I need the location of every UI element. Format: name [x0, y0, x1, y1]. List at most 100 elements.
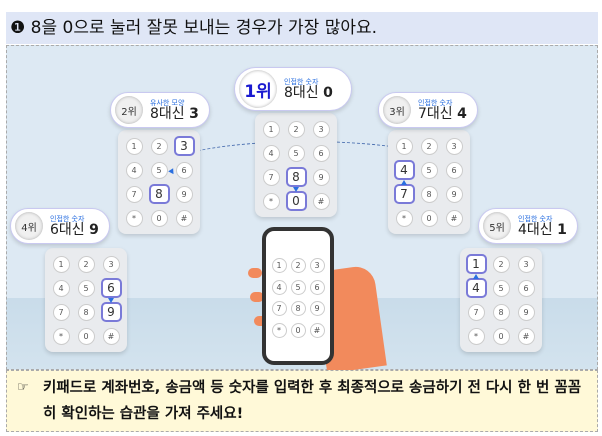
keypad-key: 1	[52, 255, 70, 273]
arrow-down-icon	[293, 186, 299, 192]
rank-text: 8대신	[284, 84, 319, 101]
keypad-key: 2	[150, 137, 168, 155]
phone-key: 6	[309, 279, 325, 295]
phone-key: 1	[271, 257, 287, 273]
keypad-key: *	[52, 327, 70, 345]
keypad-key: 0	[77, 327, 95, 345]
pointing-hand-icon: ☞	[17, 380, 29, 395]
keypad-key: 9	[517, 303, 535, 321]
key-to: 0	[285, 191, 307, 211]
keypad-key: 6	[517, 279, 535, 297]
keypad-key: 2	[420, 137, 438, 155]
keypad-key: 6	[175, 161, 193, 179]
key-from: 8	[148, 184, 170, 204]
keypad-key: 4	[125, 161, 143, 179]
keypad-key: *	[395, 209, 413, 227]
keypad-key: 3	[312, 120, 330, 138]
keypad-key: #	[445, 209, 463, 227]
rank-text: 8대신	[150, 105, 185, 122]
phone-key: 0	[290, 323, 306, 339]
rank-number: 1	[557, 221, 567, 238]
keypad-key: *	[467, 327, 485, 345]
keypad-key: 1	[125, 137, 143, 155]
keypad-key: 5	[287, 144, 305, 162]
rank-number: 3	[189, 105, 199, 122]
rank-number: 0	[323, 84, 333, 101]
keypad-key: 8	[492, 303, 510, 321]
keypad-key: 6	[445, 161, 463, 179]
rank-badge: 1위	[239, 70, 277, 108]
rank-reason: 인접한 숫자	[284, 77, 319, 86]
keypad-key: 3	[102, 255, 120, 273]
tip-box: ☞ 키패드로 계좌번호, 송금액 등 숫자를 입력한 후 최종적으로 송금하기 …	[6, 370, 598, 432]
keypad-key: 7	[467, 303, 485, 321]
arrow-up-icon	[401, 179, 407, 185]
rank-reason: 인접한 숫자	[518, 214, 553, 223]
keypad-key: 0	[420, 209, 438, 227]
arrow-up-icon	[473, 273, 479, 279]
keypad-key: 7	[262, 168, 280, 186]
keypad-key: #	[102, 327, 120, 345]
keypad-key: 0	[492, 327, 510, 345]
rank-reason: 인접한 숫자	[50, 214, 85, 223]
keypad-key: 0	[150, 209, 168, 227]
section-title: ❶ 8을 0으로 눌러 잘못 보내는 경우가 가장 많아요.	[6, 12, 598, 44]
phone-key: *	[271, 323, 287, 339]
arrow-down-icon	[108, 297, 114, 303]
phone-key: 8	[290, 301, 306, 317]
keypad-key: #	[517, 327, 535, 345]
phone-key: 3	[309, 257, 325, 273]
rank-reason: 유사한 모양	[150, 98, 185, 107]
keypad-key: 2	[77, 255, 95, 273]
keypad-key: 1	[262, 120, 280, 138]
phone-key: 7	[271, 301, 287, 317]
key-to: 3	[173, 136, 195, 156]
key-from: 6	[100, 278, 122, 298]
keypad-key: 7	[52, 303, 70, 321]
keypad-key: #	[312, 192, 330, 210]
rank-badge: 3위	[383, 96, 411, 124]
key-from: 7	[393, 184, 415, 204]
phone-key: 2	[290, 257, 306, 273]
keypad-key: 8	[420, 185, 438, 203]
rank-number: 4	[457, 105, 467, 122]
tip-text: 키패드로 계좌번호, 송금액 등 숫자를 입력한 후 최종적으로 송금하기 전 …	[43, 380, 582, 422]
keypad-key: *	[262, 192, 280, 210]
keypad-key: 2	[287, 120, 305, 138]
keypad-key: 4	[52, 279, 70, 297]
phone-key: 9	[309, 301, 325, 317]
keypad-key: 2	[492, 255, 510, 273]
rank-badge: 2위	[115, 96, 143, 124]
rank-text: 6대신	[50, 221, 85, 238]
keypad-key: 4	[262, 144, 280, 162]
rank-text: 4대신	[518, 221, 553, 238]
rank-badge: 4위	[15, 212, 43, 240]
rank-number: 9	[89, 221, 99, 238]
key-from: 8	[285, 167, 307, 187]
key-to: 9	[100, 302, 122, 322]
keypad-key: 8	[77, 303, 95, 321]
keypad-key: 3	[517, 255, 535, 273]
key-to: 4	[393, 160, 415, 180]
rank-badge: 5위	[483, 212, 511, 240]
keypad-key: 3	[445, 137, 463, 155]
keypad-key: 5	[150, 161, 168, 179]
phone-key: 5	[290, 279, 306, 295]
keypad-key: 7	[125, 185, 143, 203]
keypad-key: 1	[395, 137, 413, 155]
phone-key: 4	[271, 279, 287, 295]
keypad-key: 5	[420, 161, 438, 179]
keypad-key: 5	[492, 279, 510, 297]
keypad-key: 9	[175, 185, 193, 203]
keypad-key: 5	[77, 279, 95, 297]
key-to: 1	[465, 254, 487, 274]
phone-key: #	[309, 323, 325, 339]
keypad-key: 6	[312, 144, 330, 162]
